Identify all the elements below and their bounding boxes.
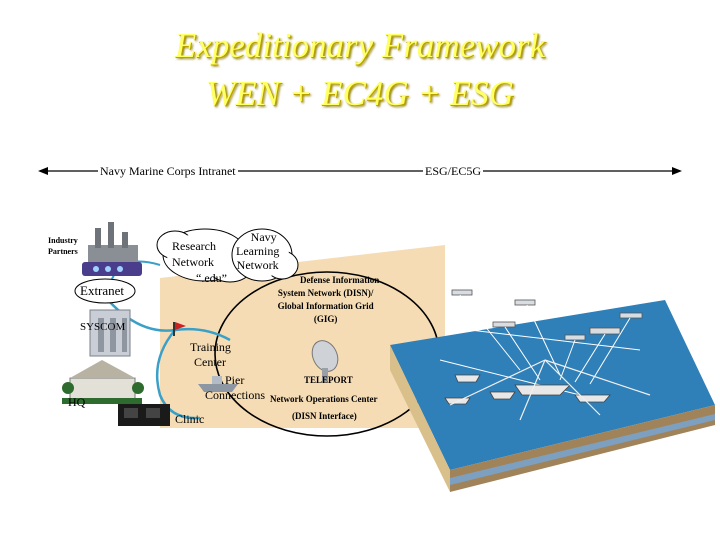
clinic-label: Clinic — [175, 412, 204, 427]
learning-label-line2: Learning — [236, 244, 279, 258]
navy-learning-label: Navy Learning Network — [236, 230, 279, 272]
syscom-label: SYSCOM — [80, 321, 125, 333]
research-label-line2: Network — [172, 254, 227, 270]
nmci-label: Navy Marine Corps Intranet — [98, 164, 238, 179]
pier-label-line1: Pier — [205, 373, 265, 388]
learning-label-line3: Network — [236, 258, 279, 272]
span-arrow-right-head — [672, 167, 682, 175]
teleport-label: TELEPORT — [304, 374, 353, 387]
industry-label-line2: Partners — [48, 246, 78, 257]
noc-label: Network Operations Center — [270, 393, 377, 406]
hq-label: HQ — [68, 395, 85, 410]
disn-label-line2: System Network (DISN)/ — [272, 287, 379, 300]
training-label-line2: Center — [190, 355, 231, 370]
esg-ec5g-label: ESG/EC5G — [423, 164, 483, 179]
factory-icon — [82, 222, 142, 276]
industry-label-line1: Industry — [48, 235, 78, 246]
disn-gig-label: Defense Information System Network (DISN… — [272, 274, 379, 326]
research-label-line3: “.edu” — [172, 270, 227, 286]
pier-connections-label: Pier Connections — [205, 373, 265, 403]
disn-interface-label: (DISN Interface) — [292, 410, 357, 423]
page-title: Expeditionary Framework — [0, 26, 720, 66]
research-network-label: Research Network “.edu” — [172, 238, 227, 286]
training-center-label: Training Center — [190, 340, 231, 370]
clinic-console-icon — [118, 404, 170, 426]
page-subtitle: WEN + EC4G + ESG — [0, 74, 720, 114]
span-arrow-left-head — [38, 167, 48, 175]
extranet-label: Extranet — [80, 283, 124, 299]
syscom-building-icon — [90, 310, 130, 356]
disn-label-line4: (GIG) — [272, 313, 379, 326]
research-label-line1: Research — [172, 238, 227, 254]
industry-partners-label: Industry Partners — [48, 235, 78, 257]
learning-label-line1: Navy — [236, 230, 279, 244]
disn-label-line3: Global Information Grid — [272, 300, 379, 313]
training-label-line1: Training — [190, 340, 231, 355]
pier-label-line2: Connections — [205, 388, 265, 403]
disn-label-line1: Defense Information — [272, 274, 379, 287]
